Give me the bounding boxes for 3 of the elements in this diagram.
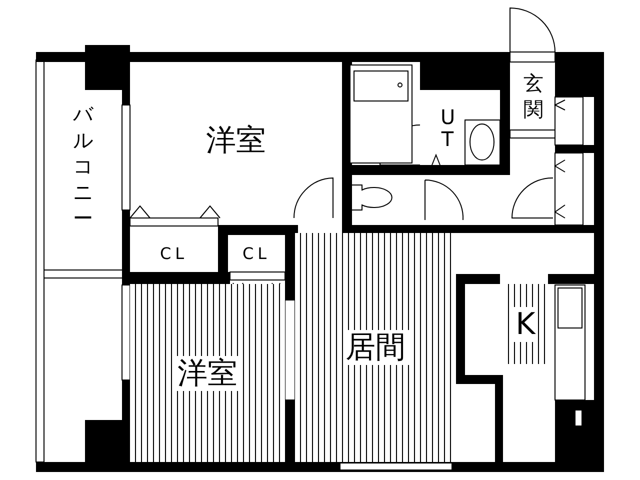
room-label: 洋室 (174, 356, 240, 390)
room-label: K (512, 306, 538, 342)
striped-floor (130, 284, 285, 462)
